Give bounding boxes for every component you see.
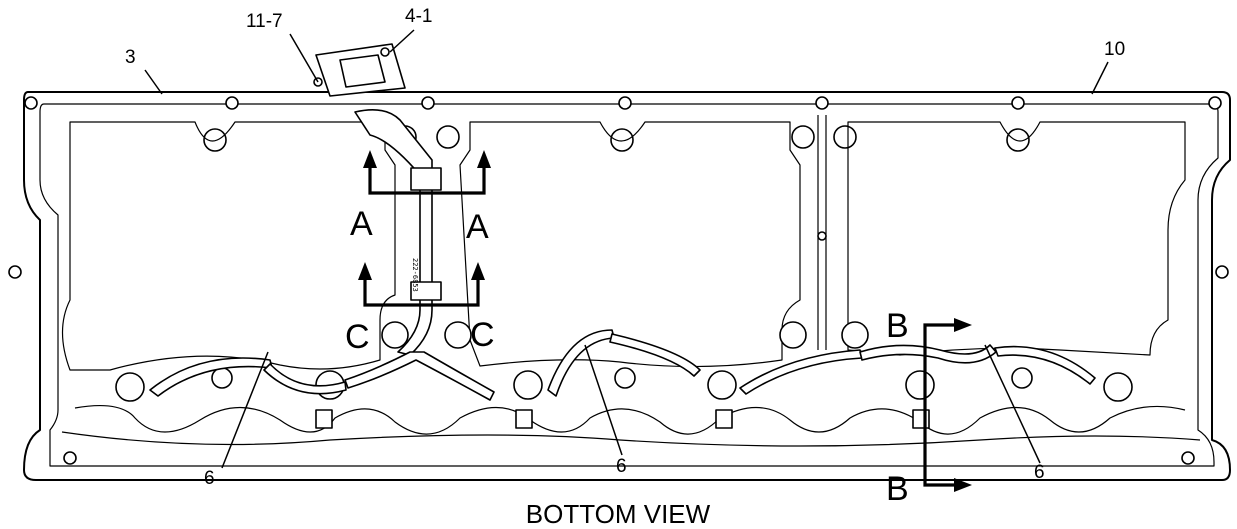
callout-3: 3: [125, 47, 136, 68]
trunk-connector-lower: [410, 281, 442, 301]
harness-branch-1: [149, 357, 273, 397]
callout-11-7: 11-7: [246, 11, 283, 32]
lower-base-rail: [61, 431, 1201, 447]
injector-terminals: [115, 321, 1133, 402]
callout-4-1: 4-1: [405, 6, 432, 27]
lower-scalloped-rail: [74, 404, 1186, 435]
harness-branch-5: [739, 349, 863, 395]
part-number-label: 222-6853: [411, 258, 419, 292]
section-label-c-right: C: [470, 316, 495, 354]
trunk-connector-upper: [410, 167, 442, 191]
callout-6-mid: 6: [616, 456, 627, 477]
harness-branch-7: [994, 345, 1096, 385]
harness-branch-6: [859, 344, 997, 364]
callout-6-right: 6: [1034, 462, 1045, 483]
harness-clips: [315, 409, 930, 429]
section-label-c-left: C: [345, 318, 370, 356]
section-label-b-bottom: B: [886, 470, 909, 508]
cylinder-cell-2: [459, 121, 801, 368]
gasket-inner-outline: [39, 103, 1219, 467]
section-a-a: [363, 150, 491, 195]
harness-branch-4: [609, 333, 701, 377]
connector-body: [313, 43, 406, 97]
section-label-a-left: A: [350, 205, 373, 243]
harness-y-branches: [344, 351, 495, 401]
callout-6-left: 6: [204, 468, 215, 489]
section-c-c: [358, 262, 485, 307]
upper-bosses: [203, 125, 1030, 152]
cylinder-cell-3: [847, 121, 1186, 356]
harness-retainer-dot: [817, 231, 827, 241]
section-label-b-top: B: [886, 307, 909, 345]
cylinder-cell-1: [61, 121, 396, 371]
gasket-outer-outline: [23, 91, 1231, 481]
harness-right-vertical: [817, 115, 827, 350]
top-bolt-holes: [8, 96, 1229, 465]
leader-lines: [144, 29, 1109, 469]
harness-branch-2: [263, 363, 347, 395]
section-label-a-right: A: [466, 208, 489, 246]
harness-branch-3: [547, 329, 615, 397]
section-b-b: [923, 318, 972, 492]
callout-10: 10: [1104, 39, 1125, 60]
harness-main-trunk: [354, 109, 433, 356]
view-label: BOTTOM VIEW: [526, 499, 711, 529]
